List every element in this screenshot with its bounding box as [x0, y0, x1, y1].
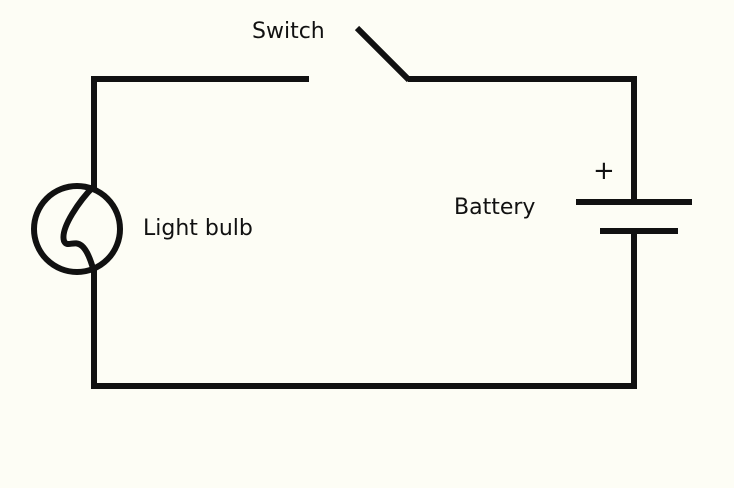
light-bulb-icon: [31, 183, 123, 275]
battery-positive-label: +: [593, 156, 615, 186]
light-bulb-filament: [60, 183, 97, 273]
wire-right-top: [408, 76, 637, 202]
wire-left-loop: [91, 76, 637, 389]
light-bulb-label: Light bulb: [143, 216, 253, 241]
switch-lever: [354, 25, 412, 83]
battery-label: Battery: [454, 195, 536, 220]
switch-label: Switch: [252, 19, 325, 44]
